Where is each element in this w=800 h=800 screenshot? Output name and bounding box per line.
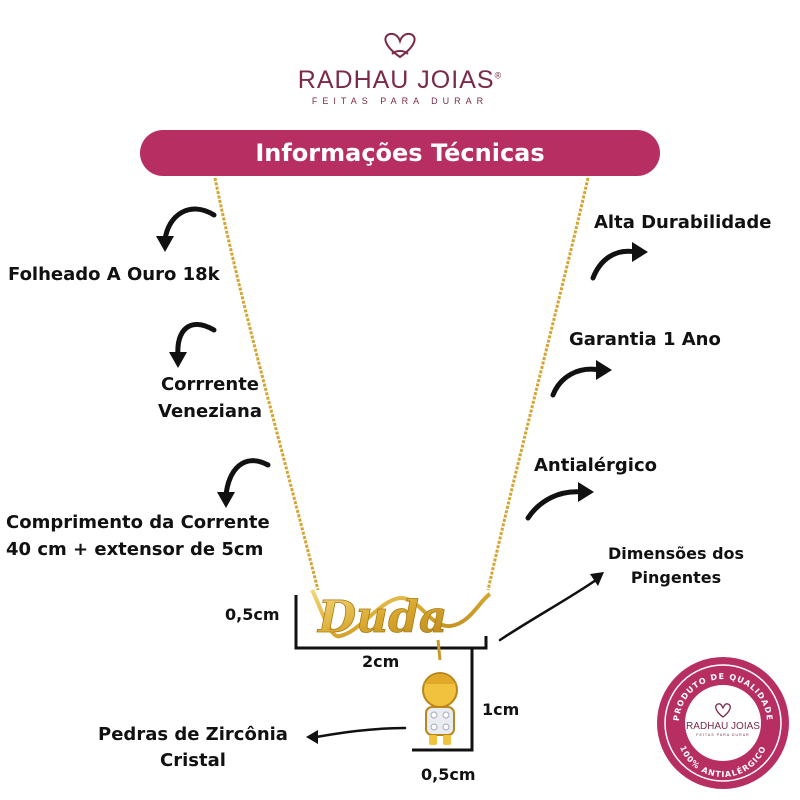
feature-line: Garantia 1 Ano [569,329,721,350]
arrowhead-icon [632,242,648,262]
boy-charm [422,639,458,745]
feature-line: Folheado A Ouro 18k [8,264,220,285]
seal-brand: RADHAU JOIAS [686,721,760,732]
arrow-icon [223,458,271,499]
name-dimension-bracket [294,595,488,650]
feature-line: Antialérgico [534,455,658,476]
name-pendant: Duda [310,589,492,643]
feature-chain-type: Corrrente Veneziana [120,371,300,425]
arrowhead-icon [156,236,174,252]
brand-logo: RADHAU JOIAS® FEITAS PARA DURAR [0,30,800,106]
arrowhead-icon [578,482,594,502]
arrowhead-icon [169,352,187,368]
feature-line: Comprimento da Corrente [6,512,270,533]
feature-line: Corrrente [160,374,260,395]
quality-seal-graphic: PRODUTO DE QUALIDADE 100% ANTIALÉRGICO R… [657,657,789,789]
feature-hypoallergenic: Antialérgico [534,452,657,479]
quality-seal: PRODUTO DE QUALIDADE 100% ANTIALÉRGICO R… [655,655,791,791]
arrow-icon [590,248,639,281]
dimensions-line: Dimensões dos [607,544,745,563]
feature-line: Alta Durabilidade [594,212,772,233]
dimensions-line: Pingentes [630,568,722,587]
charm-height-label: 1cm [482,700,520,719]
charm-width-label: 0,5cm [421,765,476,784]
arrow-icon [314,726,407,739]
page-title-banner: Informações Técnicas [140,130,660,176]
arrow-icon [162,206,217,243]
arrowhead-icon [596,360,612,380]
feature-line: 40 cm + extensor de 5cm [6,539,264,560]
brand-registered-mark: ® [494,70,503,81]
name-height-label: 0,5cm [225,605,280,624]
heart-logo-icon [384,32,416,59]
pendant-dimensions-title: Dimensões dos Pingentes [593,542,759,590]
chain-left [213,177,320,591]
arrow-icon [550,366,603,398]
arrow-icon [498,578,598,642]
arrow-icon [175,322,217,359]
pendant-name-text: Duda [316,592,447,643]
arrowhead-icon [306,730,318,744]
seal-heart-icon [715,703,731,718]
brand-name: RADHAU JOIAS [297,66,495,94]
arrow-icon [525,489,585,521]
stones-line: Cristal [160,750,226,771]
chain-right [486,177,590,591]
feature-durability: Alta Durabilidade [594,209,771,236]
stones-line: Pedras de Zircônia [98,724,288,745]
name-width-label: 2cm [362,652,400,671]
feature-warranty: Garantia 1 Ano [569,326,721,353]
arrowhead-icon [590,572,604,586]
charm-dimension-bracket [412,648,474,752]
stones-label: Pedras de Zircônia Cristal [80,722,306,774]
feature-line: Veneziana [158,401,262,422]
arrowhead-icon [217,492,235,508]
brand-tagline: FEITAS PARA DURAR [311,96,489,106]
feature-gold-plated: Folheado A Ouro 18k [8,261,220,288]
feature-chain-length: Comprimento da Corrente 40 cm + extensor… [6,509,270,563]
seal-tagline: FEITAS PARA DURAR [696,733,749,737]
